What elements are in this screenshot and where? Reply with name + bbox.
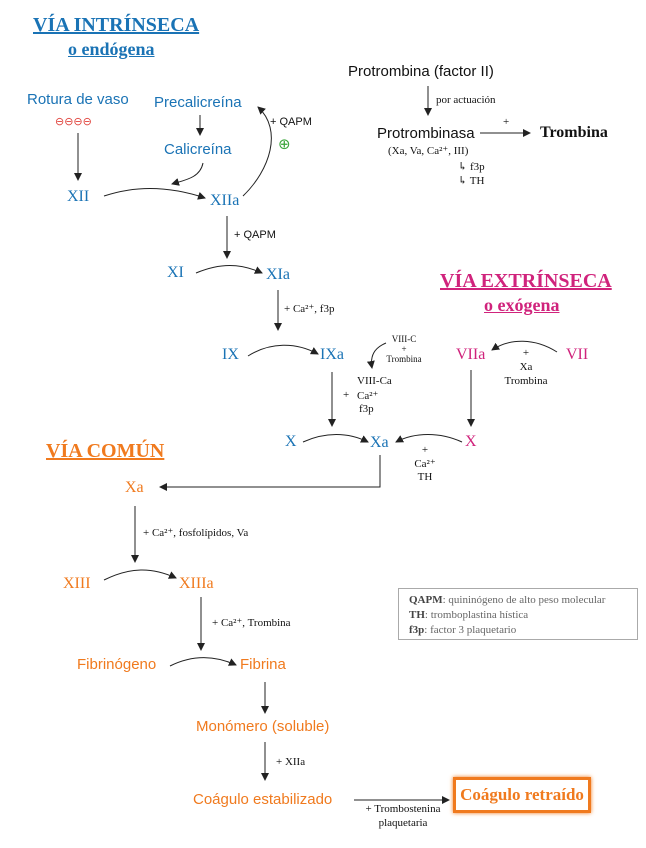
arrow-cal-xiia [171,162,204,186]
x-ext-plus: + [421,444,429,456]
legend-key-qapm: QAPM [409,594,443,606]
factor-xia: XIa [266,266,290,283]
legend-val-qapm: : quininógeno de alto peso molecular [442,594,606,606]
heading-comun: VÍA COMÚN [46,440,165,462]
cofactor-xi-label: + Ca²⁺, f3p [284,303,335,315]
legend-row-th: TH: tromboplastina hística [409,608,627,623]
qapm-label-1: + QAPM [270,116,312,128]
fibrinogeno-label: Fibrinógeno [77,656,157,673]
heading-intrinseca-sub: o endógena [68,39,155,59]
legend-row-qapm: QAPM: quininógeno de alto peso molecular [409,593,627,608]
viii-ca-plus: + [343,389,350,401]
vii-plus: + [522,347,530,359]
trombina-label: Trombina [540,124,608,141]
vii-trombina: Trombina [504,375,548,387]
viii-c-trombina: Trombina [386,354,422,364]
legend-row-f3p: f3p: factor 3 plaquetario [409,623,627,638]
legend-box: QAPM: quininógeno de alto peso molecular… [398,588,638,640]
factor-xii: XII [67,188,90,205]
legend-key-th: TH [409,609,425,621]
arrow-xii-xiia [103,188,206,200]
trombostenina-label: + Trombostenina [365,803,441,815]
factor-xa-comun: Xa [125,479,144,496]
heading-intrinseca: VÍA INTRÍNSECA [33,14,200,36]
viii-ca-ca2: Ca²⁺ [357,390,379,402]
factor-xiiia: XIIIa [179,575,214,592]
cofactor-xa-label: + Ca²⁺, fosfolípidos, Va [143,527,249,539]
arrow-xiia-feedback [242,106,272,197]
qapm-label-2: + QAPM [234,229,276,241]
factor-viia: VIIa [456,346,486,363]
heading-extrinseca-sub: o exógena [484,295,560,315]
factor-xa-intrinsic: Xa [370,434,389,451]
factor-xi: XI [167,264,184,281]
calicreina-label: Calicreína [164,141,232,158]
x-ext-th: TH [417,471,433,483]
legend-key-f3p: f3p [409,624,425,636]
arrow-xi-xia [195,265,263,274]
protrombinasa-th: ↳ TH [458,175,485,187]
arrow-x-xa [302,434,369,443]
heading-extrinseca: VÍA EXTRÍNSECA [440,270,612,292]
factor-ix: IX [222,346,239,363]
rotura-label: Rotura de vaso [27,91,129,108]
precalicreina-label: Precalicreína [154,94,242,111]
viii-ca-label: VIII-Ca [357,375,392,387]
cofactor-xiiia-label: + Ca²⁺, Trombina [212,617,291,629]
factor-x-extrinsic: X [465,433,477,450]
x-ext-ca2: Ca²⁺ [414,458,436,470]
factor-xiia: XIIa [210,192,240,209]
monomero-label: Monómero (soluble) [196,718,330,735]
arrow-vii-viia [491,340,558,353]
viii-c-plus: + [401,344,407,354]
arrow-ix-ixa [247,344,319,357]
arrow-xiii-xiiia [103,569,177,581]
factor-vii: VII [566,346,589,363]
legend-val-f3p: : factor 3 plaquetario [424,624,517,636]
factor-ixa: IXa [320,346,344,363]
protrombinasa-label: Protrombinasa [377,125,475,142]
fibrina-label: Fibrina [240,656,286,673]
factor-xiii: XIII [63,575,91,592]
protrombinasa-plus: + [503,116,510,128]
protrombinasa-components: (Xa, Va, Ca²⁺, III) [388,145,469,157]
arrow-xa-comun [159,455,381,491]
coagulo-retraido-box: Coágulo retraído [453,777,591,813]
protrombina-label: Protrombina (factor II) [348,63,494,80]
arrow-viiic-ixa [366,342,387,369]
coagulo-label: Coágulo estabilizado [193,791,333,808]
viii-c-label: VIII-C [391,334,417,344]
factor-x-intrinsic: X [285,433,297,450]
viii-ca-f3p: f3p [359,403,374,415]
vii-xa: Xa [519,361,533,373]
legend-val-th: : tromboplastina hística [424,609,529,621]
xiia-cofactor-label: + XIIa [276,756,306,768]
arrow-fib-fibrina [169,657,237,667]
minus-icons: ⊖⊖⊖⊖ [55,116,92,128]
actuacion-label: por actuación [436,94,496,106]
trombostenina-label-2: plaquetaria [378,817,428,829]
arrow-xext-xa [395,434,463,443]
protrombinasa-f3p: ↳ f3p [458,161,485,173]
positive-feedback-icon: ⊕ [278,136,291,153]
